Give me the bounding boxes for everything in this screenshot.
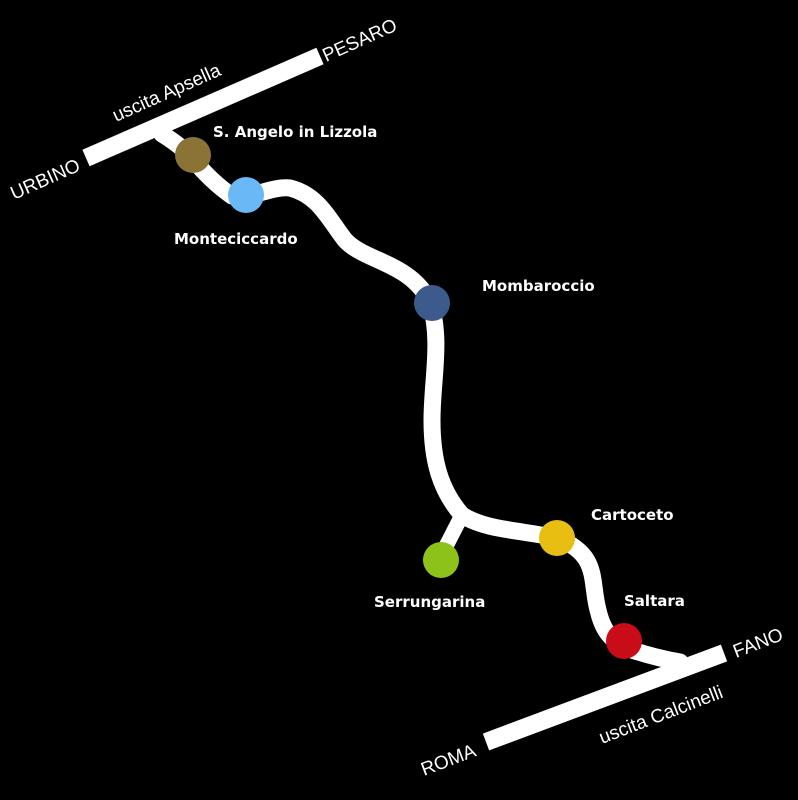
stop-marker-s-angelo-in-lizzola[interactable] [175, 137, 211, 173]
urbino-label: URBINO [7, 155, 83, 204]
stop-marker-monteciccardo[interactable] [228, 177, 264, 213]
top-highway [82, 47, 324, 167]
roma-label: ROMA [418, 741, 479, 781]
stop-marker-saltara[interactable] [606, 623, 642, 659]
stop-marker-serrungarina[interactable] [423, 542, 459, 578]
stop-marker-mombaroccio[interactable] [414, 285, 450, 321]
main-route [153, 125, 689, 671]
monteciccardo-label: Monteciccardo [174, 230, 298, 248]
stop-marker-cartoceto[interactable] [539, 520, 575, 556]
s-angelo-in-lizzola-label: S. Angelo in Lizzola [213, 123, 377, 141]
mombaroccio-label: Mombaroccio [482, 277, 595, 295]
serrungarina-label: Serrungarina [374, 593, 485, 611]
saltara-label: Saltara [624, 592, 685, 610]
fano-label: FANO [730, 625, 786, 663]
cartoceto-label: Cartoceto [591, 506, 674, 524]
pesaro-label: PESARO [319, 15, 400, 66]
